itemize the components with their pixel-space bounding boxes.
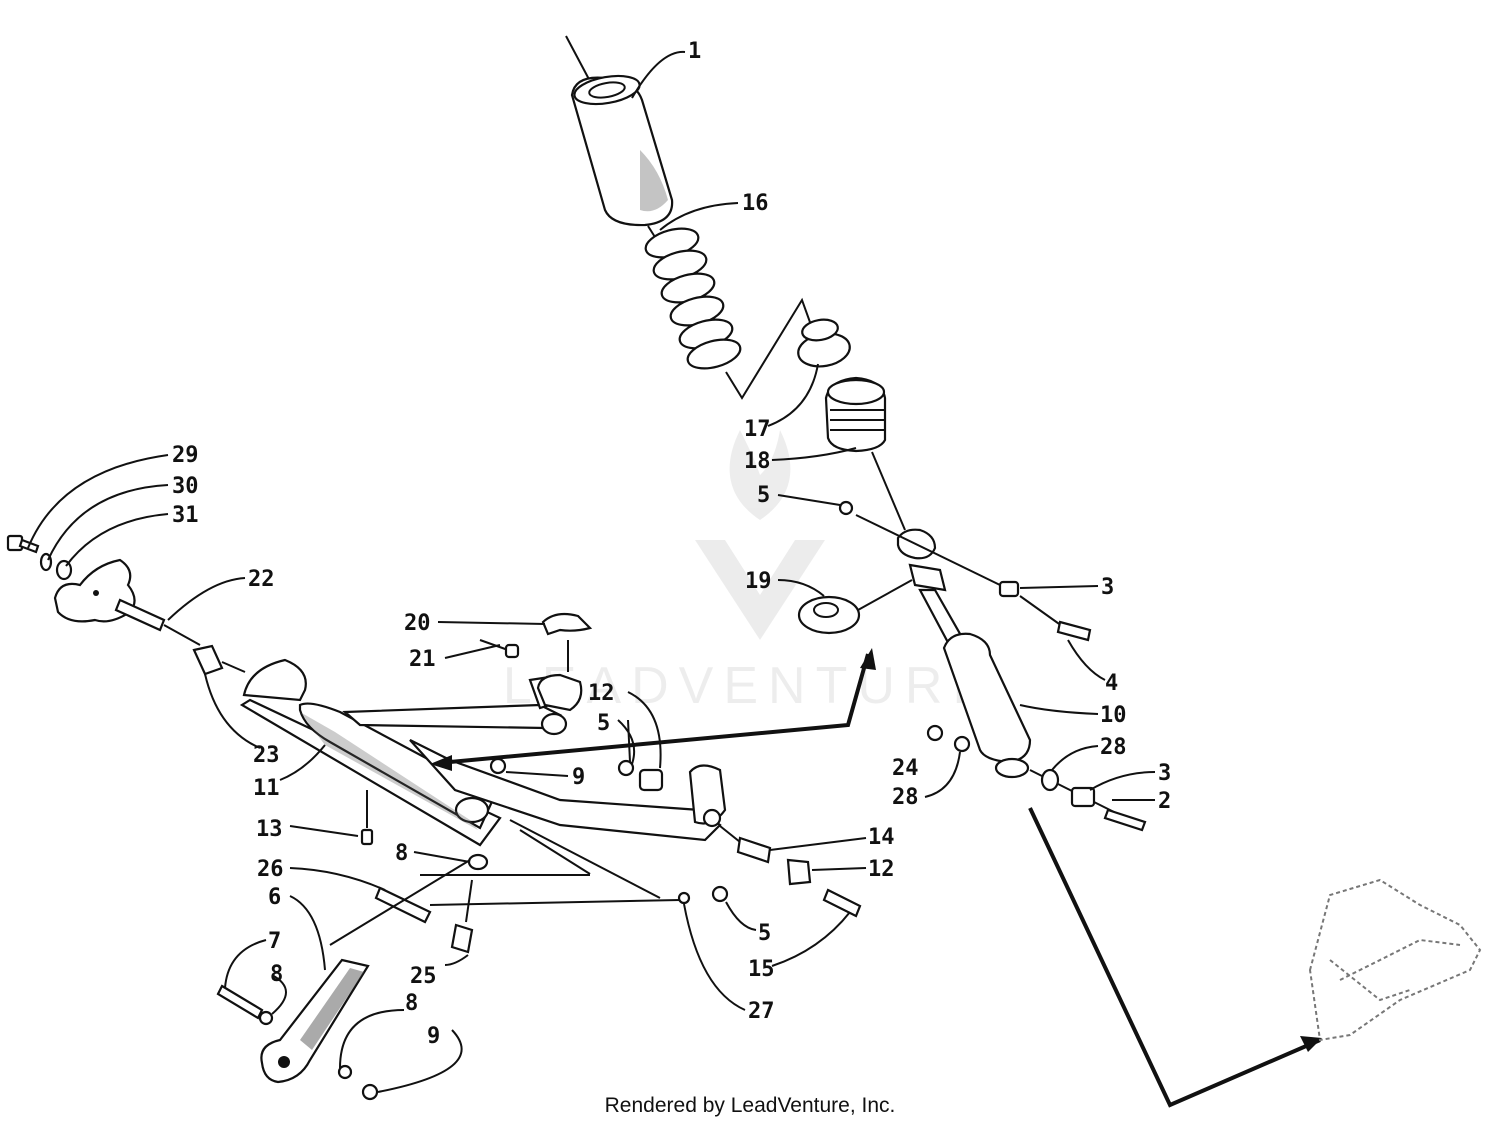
callout-6: 6 [268, 885, 281, 910]
bolt-7 [216, 984, 379, 1101]
callout-7: 7 [268, 929, 281, 954]
callout-24: 24 [892, 756, 919, 781]
shock-upper-hardware [838, 500, 1092, 642]
callout-9-lower: 9 [427, 1024, 440, 1049]
callout-1: 1 [688, 39, 701, 64]
upper-a-arm [342, 640, 583, 736]
assembly-arrow [449, 653, 870, 764]
callout-16: 16 [742, 191, 769, 216]
callout-28-right: 28 [1100, 735, 1127, 760]
assembly-arrowhead-left [430, 755, 452, 771]
adjuster-sleeve [824, 376, 887, 453]
pivot-bushing-14 [719, 825, 812, 886]
assembly-arrowhead-up [860, 648, 876, 670]
spindle-link-26 [374, 885, 729, 924]
callout-11: 11 [253, 776, 280, 801]
callout-27: 27 [748, 999, 775, 1024]
callout-20: 20 [404, 611, 431, 636]
callout-29: 29 [172, 443, 199, 468]
callout-2: 2 [1158, 789, 1171, 814]
callout-28-left: 28 [892, 785, 919, 810]
watermark-text: LEADVENTURE [502, 657, 998, 715]
callout-8-left: 8 [270, 962, 283, 987]
callout-21: 21 [409, 647, 436, 672]
callout-9-mid: 9 [572, 765, 585, 790]
locator-arrowhead [1300, 1036, 1322, 1052]
small-hardware-left [360, 719, 664, 871]
spring-adjuster-collar [797, 318, 851, 368]
callout-4: 4 [1105, 671, 1118, 696]
callout-26: 26 [257, 857, 284, 882]
callout-25: 25 [410, 964, 437, 989]
locator-arrow [1028, 807, 1321, 1108]
callout-19: 19 [745, 569, 772, 594]
callout-17: 17 [744, 417, 771, 442]
callout-30: 30 [172, 474, 199, 499]
callout-3-upper: 3 [1101, 575, 1114, 600]
frame-locator-sketch [1308, 878, 1482, 1042]
shock-lower-hardware [926, 724, 1147, 832]
bolt-25 [450, 879, 474, 954]
bushing-23 [192, 644, 246, 676]
lower-a-arm [409, 739, 727, 842]
callout-13: 13 [256, 817, 283, 842]
callout-5-mid: 5 [597, 711, 610, 736]
mount-plate [53, 558, 136, 623]
callouts: 1 16 17 18 5 19 3 4 10 28 24 28 3 2 29 3… [27, 39, 1171, 1093]
callout-18: 18 [744, 449, 771, 474]
callout-5-lower: 5 [758, 921, 771, 946]
bolt-15 [822, 888, 862, 918]
watermark-logo [695, 430, 825, 640]
shock-spring [644, 225, 742, 370]
callout-14: 14 [868, 825, 895, 850]
callout-12-upper: 12 [588, 681, 615, 706]
callout-15: 15 [748, 957, 775, 982]
arm-bracket-20 [541, 612, 593, 636]
plate-hardware [6, 534, 73, 581]
callout-22: 22 [248, 567, 275, 592]
cross-tube [239, 658, 502, 847]
fitting-21 [479, 639, 520, 659]
shock-absorber [871, 451, 1032, 779]
callout-23: 23 [253, 743, 280, 768]
callout-12-lower: 12 [868, 857, 895, 882]
callout-10: 10 [1100, 703, 1127, 728]
callout-5-upper: 5 [757, 483, 770, 508]
bump-stop [797, 579, 913, 635]
callout-8-mid: 8 [395, 841, 408, 866]
callout-3-lower: 3 [1158, 761, 1171, 786]
credit-footer: Rendered by LeadVenture, Inc. [604, 1094, 896, 1117]
shock-boot [565, 35, 674, 227]
callout-8-lower: 8 [405, 991, 418, 1016]
callout-31: 31 [172, 503, 199, 528]
diagonal-lines [420, 819, 661, 899]
axle-pin [114, 598, 201, 646]
